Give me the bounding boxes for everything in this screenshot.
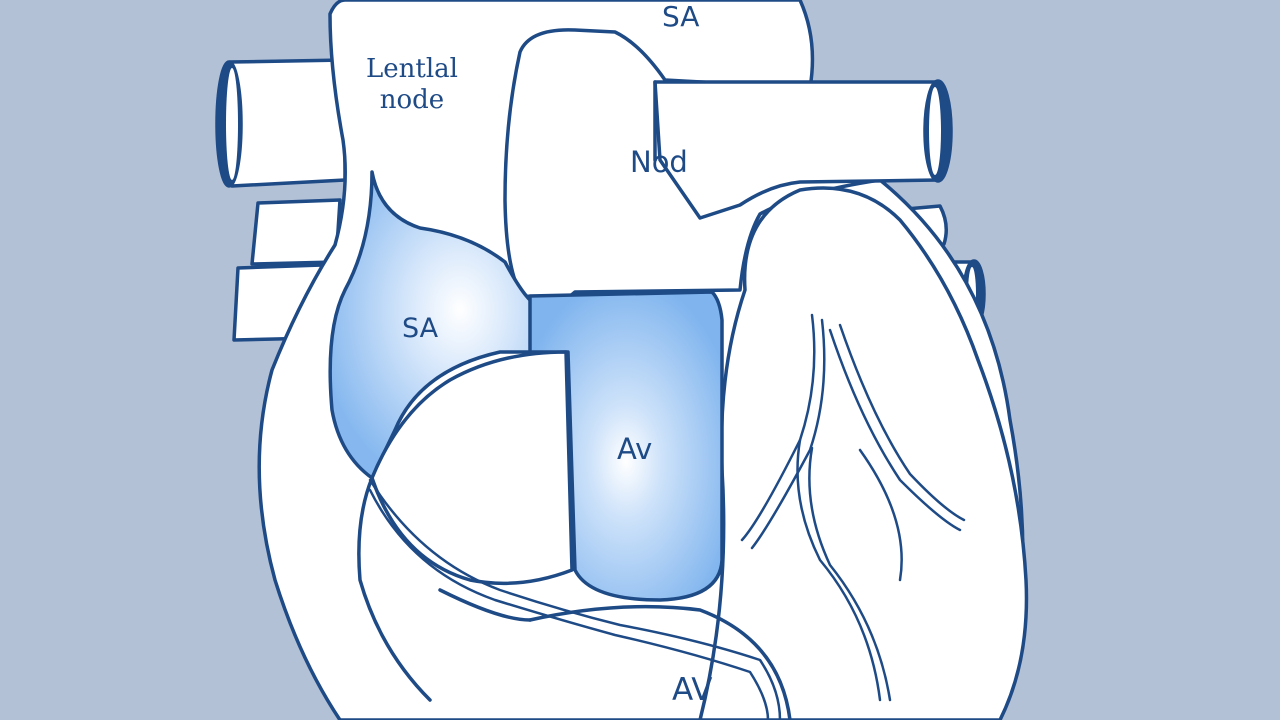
branch-4 bbox=[858, 448, 903, 582]
right-aortic-tube bbox=[653, 80, 940, 220]
av-region bbox=[528, 290, 724, 602]
label-sa-top: SA bbox=[662, 0, 700, 33]
coronary-vessel bbox=[368, 478, 782, 720]
label-sa-mid: SA bbox=[402, 313, 439, 344]
label-nod: Nod bbox=[630, 145, 688, 179]
left-vessel bbox=[228, 58, 347, 188]
label-lentlal-line1: Lentlal bbox=[366, 54, 458, 84]
branch-3 bbox=[828, 328, 962, 532]
sa-region bbox=[328, 170, 568, 480]
label-lentlal-line2: node bbox=[379, 85, 445, 116]
label-lentlal-node: Lentlal node bbox=[366, 54, 458, 116]
label-av-mid: Av bbox=[617, 432, 653, 466]
left-vessel-upper bbox=[250, 198, 342, 266]
branch-2 bbox=[796, 438, 882, 702]
central-chamber bbox=[370, 350, 574, 586]
label-av-bottom: AV bbox=[672, 672, 713, 708]
